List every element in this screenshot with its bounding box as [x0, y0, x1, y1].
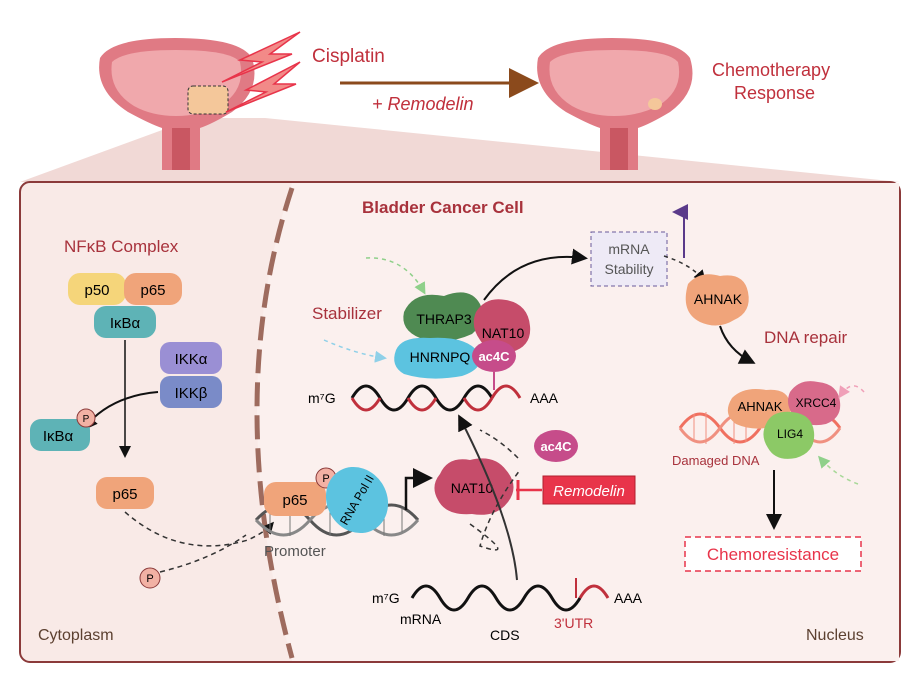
utr-wave — [578, 584, 610, 599]
nat10-upper-label: NAT10 — [482, 325, 525, 341]
nat10-upper-node — [473, 299, 531, 353]
lig4-recruit-arrow — [818, 455, 859, 485]
lig4-label: LIG4 — [777, 427, 803, 441]
remodelin-label: Remodelin — [553, 483, 625, 500]
mrna-upper-wave — [350, 384, 494, 412]
hnrnpq-node — [394, 337, 480, 379]
stability-line2: Stability — [604, 261, 653, 277]
chemoresistance-label: Chemoresistance — [707, 545, 839, 564]
xrcc4-recruit-arrow — [838, 385, 865, 399]
nucleus-label: Nucleus — [806, 627, 864, 644]
stabilizer-label: Stabilizer — [312, 304, 382, 323]
ac4c-label-lower: ac4C — [540, 439, 572, 454]
nuclear-membrane — [254, 187, 295, 659]
rna-pol-ii-node — [325, 466, 389, 534]
zoom-funnel — [20, 118, 900, 182]
mrna-label: mRNA — [400, 611, 442, 627]
panel-title: Bladder Cancer Cell — [362, 198, 524, 217]
cisplatin-label: Cisplatin — [312, 46, 385, 67]
transcription-start-arrow — [404, 468, 433, 510]
dna-repair-label: DNA repair — [764, 328, 847, 347]
ikba-node — [94, 306, 156, 338]
ahnak-top-node — [685, 274, 749, 326]
lightning-icon — [221, 31, 301, 113]
p50-node — [68, 273, 126, 305]
mrna-lower-wave — [410, 584, 582, 612]
bladder-left-icon — [99, 38, 255, 170]
ikba-label: IκBα — [110, 315, 141, 332]
chemoresistance-box — [684, 536, 862, 572]
phospho-label-2: P — [322, 473, 329, 485]
cytoplasm-label: Cytoplasm — [38, 627, 114, 644]
thrap3-recruit-arrow — [365, 257, 426, 295]
remodelin-box — [542, 475, 636, 505]
ikka-node — [160, 342, 222, 374]
translocation-path — [124, 511, 274, 547]
phospho-badge-1 — [76, 408, 96, 428]
nat10-label: NAT10 — [451, 480, 494, 496]
hnrnpq-label: HNRNPQ — [410, 349, 471, 365]
promoter-label: Promoter — [264, 543, 326, 560]
p50-label: p50 — [84, 282, 109, 299]
stability-box — [590, 231, 668, 287]
p65-label: p65 — [140, 282, 165, 299]
acetylation-path-upper — [479, 429, 519, 459]
utr-label: 3'UTR — [554, 615, 593, 631]
thrap3-label: THRAP3 — [416, 311, 471, 327]
p65-node — [124, 273, 182, 305]
stability-line1: mRNA — [608, 241, 650, 257]
response-label-line2: Response — [734, 83, 815, 103]
mrna-cap-label-upper: m⁷G — [308, 390, 336, 406]
p65-bound-node — [264, 482, 326, 516]
lig4-node — [763, 411, 815, 459]
damaged-dna-label: Damaged DNA — [672, 453, 760, 468]
ikba-free-label: IκBα — [43, 428, 74, 445]
repair-arrow — [719, 325, 756, 364]
mrna-tail-label-upper: AAA — [530, 390, 559, 406]
phospho-free-label: P — [146, 573, 153, 585]
translation-arrow — [458, 414, 518, 581]
response-label-line1: Chemotherapy — [712, 60, 830, 80]
thrap3-node — [403, 292, 483, 342]
nfkb-title: NFκB Complex — [64, 237, 179, 256]
phospho-label-1: P — [83, 414, 90, 425]
bladder-right-icon — [537, 38, 693, 170]
phospho-free-badge — [139, 567, 161, 589]
mrna-upper-accents — [350, 397, 494, 412]
ac4c-node-upper — [472, 340, 516, 372]
ac4c-label-upper: ac4C — [478, 349, 510, 364]
ahnak-label: AHNAK — [738, 399, 783, 414]
nat10-node — [434, 458, 514, 515]
ikba-free-node — [30, 419, 90, 451]
ahnak-top-label: AHNAK — [694, 291, 743, 307]
ikkb-label: IKKβ — [175, 385, 208, 402]
p65-bound-label: p65 — [282, 492, 307, 509]
acetylation-path-lower — [469, 469, 521, 551]
ikka-label: IKKα — [175, 351, 208, 368]
ikkb-node — [160, 376, 222, 408]
mrna-upper-utr-wave — [490, 384, 522, 399]
mrna-tail-label-lower: AAA — [614, 590, 643, 606]
stability-arrow — [483, 248, 588, 301]
hnrnpq-recruit-arrow — [323, 339, 387, 363]
p-translocation-path — [159, 534, 247, 573]
mrna-cap-label-lower: m⁷G — [372, 590, 400, 606]
cds-label: CDS — [490, 627, 520, 643]
p65-free-node — [96, 477, 154, 509]
ac4c-node-lower — [534, 430, 578, 462]
p65-free-label: p65 — [112, 486, 137, 503]
xrcc4-label: XRCC4 — [796, 396, 837, 410]
remodelin-combo-label: + Remodelin — [372, 94, 474, 114]
